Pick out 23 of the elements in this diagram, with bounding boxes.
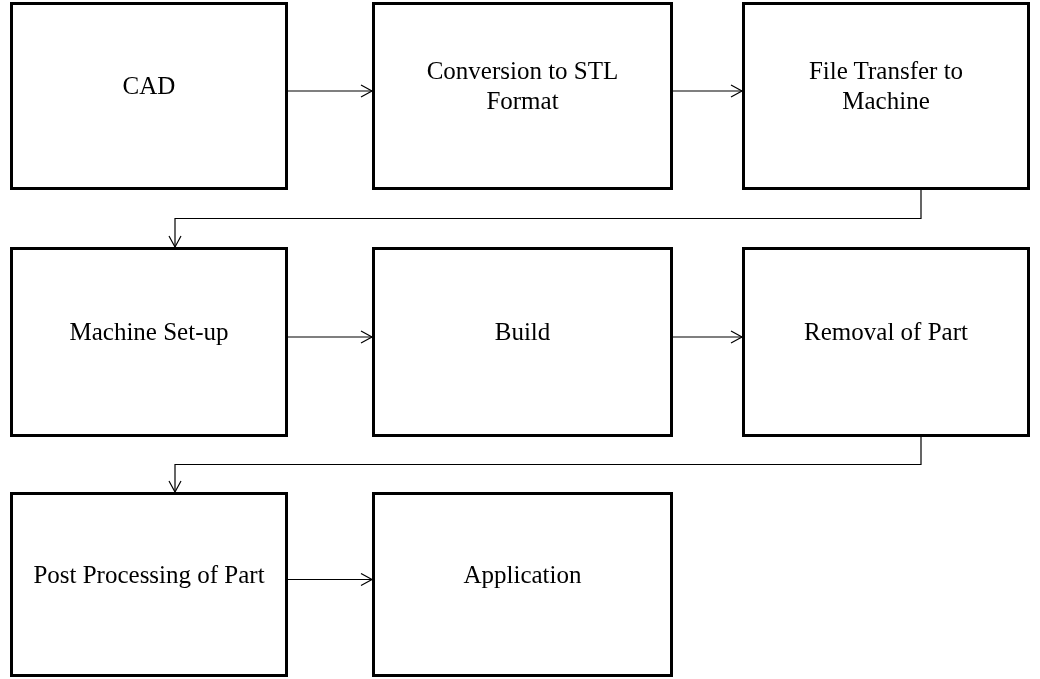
arrow xyxy=(672,84,743,98)
arrow xyxy=(287,330,373,344)
step-label: Application xyxy=(463,559,582,590)
step-label: Post Processing of Part xyxy=(33,559,265,590)
arrow xyxy=(168,189,922,248)
process-box xyxy=(372,492,673,677)
process-box xyxy=(10,492,288,677)
step-label: Conversion to STL Format xyxy=(425,56,620,116)
step-label: File Transfer to Machine xyxy=(807,56,965,116)
process-box xyxy=(372,247,673,437)
step-label: Machine Set-up xyxy=(69,317,229,347)
arrow xyxy=(672,330,743,344)
process-box xyxy=(742,2,1030,190)
step-label: Removal of Part xyxy=(804,317,968,347)
process-box xyxy=(10,2,288,190)
process-box xyxy=(10,247,288,437)
process-box xyxy=(742,247,1030,437)
step-label: Build xyxy=(494,317,551,347)
arrow xyxy=(287,572,373,587)
arrow xyxy=(168,436,922,493)
arrow xyxy=(287,84,373,98)
process-box xyxy=(372,2,673,190)
step-label: CAD xyxy=(122,71,176,101)
